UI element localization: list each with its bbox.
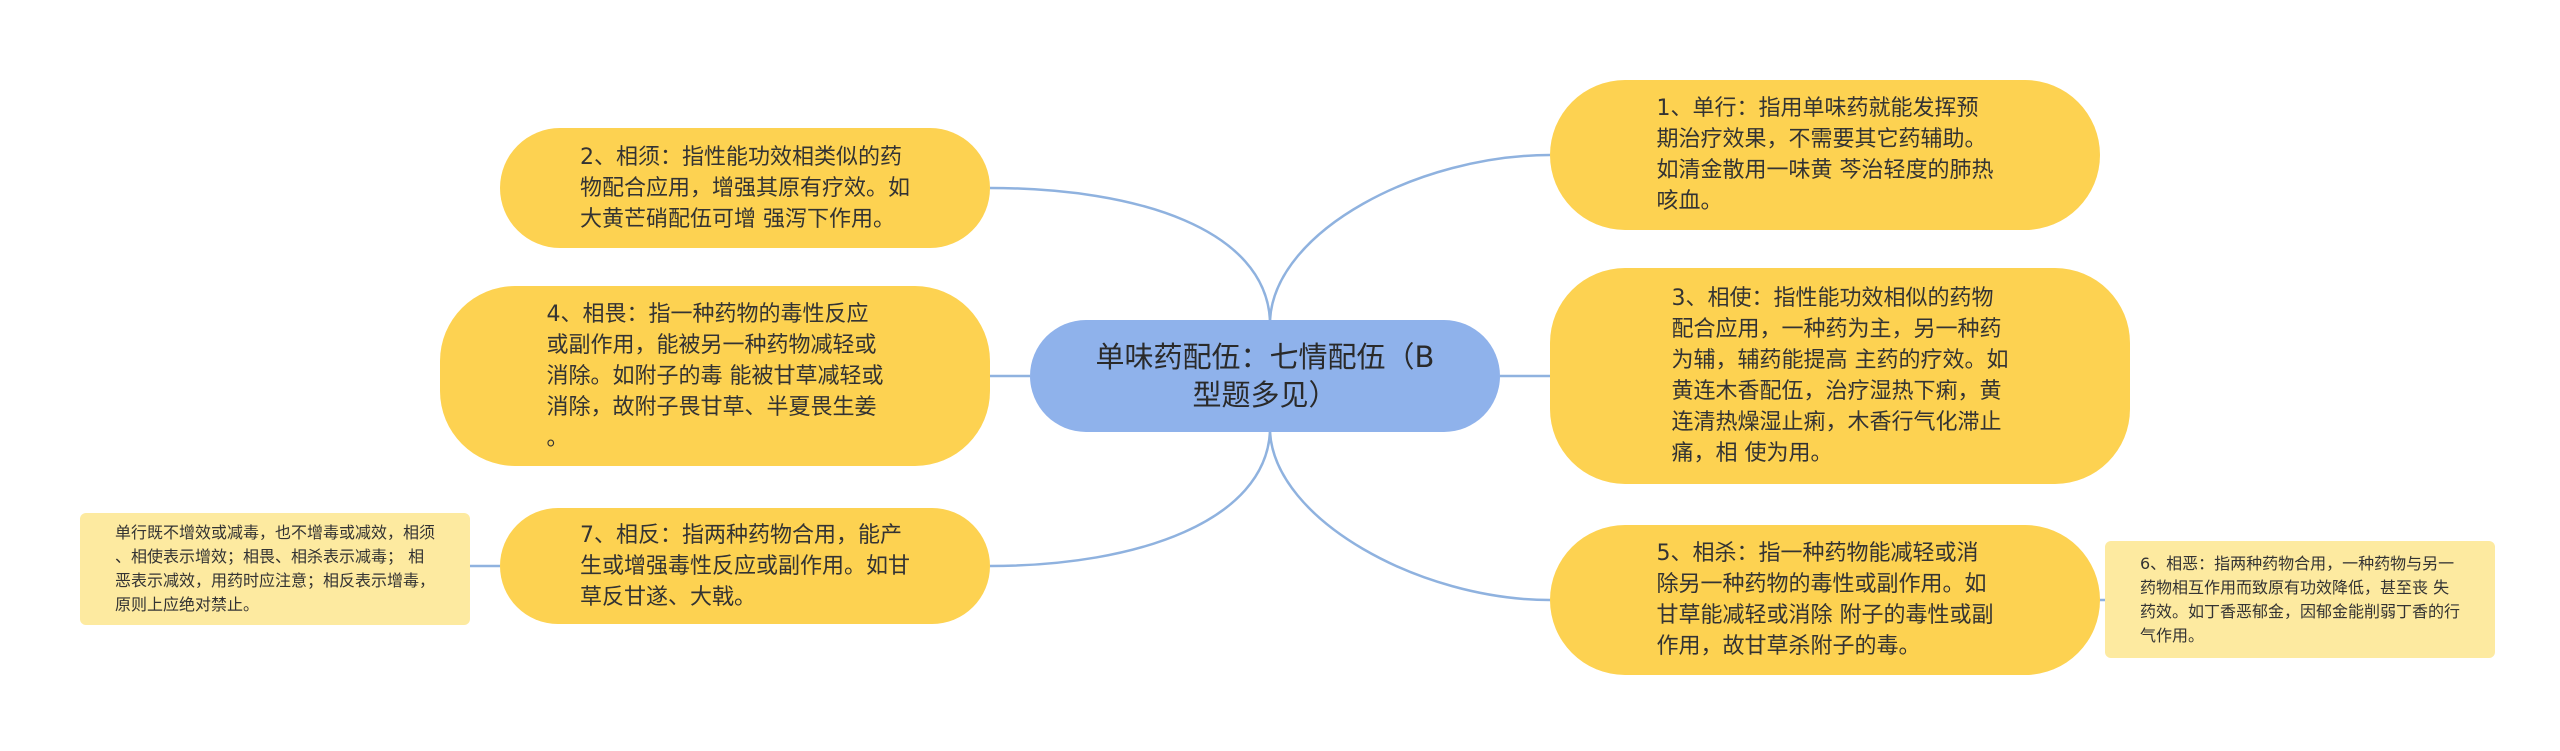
branch-node-danxing: 1、单行：指用单味药就能发挥预 期治疗效果，不需要其它药辅助。 如清金散用一味黄… <box>1550 80 2100 230</box>
connector-center-to-b7 <box>989 431 1272 568</box>
branch-text-xiangsha: 5、相杀：指一种药物能减轻或消 除另一种药物的毒性或副作用。如 甘草能减轻或消除… <box>1656 541 1994 659</box>
leaf-node-xiangwu: 6、相恶：指两种药物合用，一种药物与另一 药物相互作用而致原有功效降低，甚至丧 … <box>2105 541 2495 658</box>
leaf-node-summary-note: 单行既不增效或减毒，也不增毒或减效，相须 、相使表示增效；相畏、相杀表示减毒； … <box>80 513 470 625</box>
branch-node-xiangshi: 3、相使：指性能功效相似的药物 配合应用，一种药为主，另一种药 为辅，辅药能提高… <box>1550 268 2130 484</box>
central-topic: 单味药配伍：七情配伍（B 型题多见） <box>1030 320 1500 432</box>
connector-center-to-b2 <box>989 186 1272 321</box>
branch-text-xiangfan: 7、相反：指两种药物合用，能产 生或增强毒性反应或副作用。如甘 草反甘遂、大戟。 <box>579 522 910 610</box>
leaf-text-summary-note: 单行既不增效或减毒，也不增毒或减效，相须 、相使表示增效；相畏、相杀表示减毒； … <box>114 523 435 614</box>
branch-node-xiangxu: 2、相须：指性能功效相类似的药 物配合应用，增强其原有疗效。如 大黄芒硝配伍可增… <box>500 128 990 248</box>
connector-center-to-b5 <box>1268 431 1551 602</box>
branch-text-danxing: 1、单行：指用单味药就能发挥预 期治疗效果，不需要其它药辅助。 如清金散用一味黄… <box>1656 96 1994 214</box>
branch-text-xiangshi: 3、相使：指性能功效相似的药物 配合应用，一种药为主，另一种药 为辅，辅药能提高… <box>1671 286 2009 466</box>
branch-node-xiangwei: 4、相畏：指一种药物的毒性反应 或副作用，能被另一种药物减轻或 消除。如附子的毒… <box>440 286 990 466</box>
branch-node-xiangsha: 5、相杀：指一种药物能减轻或消 除另一种药物的毒性或副作用。如 甘草能减轻或消除… <box>1550 525 2100 675</box>
leaf-text-xiangwu: 6、相恶：指两种药物合用，一种药物与另一 药物相互作用而致原有功效降低，甚至丧 … <box>2139 553 2460 645</box>
branch-text-xiangwei: 4、相畏：指一种药物的毒性反应 或副作用，能被另一种药物减轻或 消除。如附子的毒… <box>546 301 884 451</box>
branch-node-xiangfan: 7、相反：指两种药物合用，能产 生或增强毒性反应或副作用。如甘 草反甘遂、大戟。 <box>500 508 990 624</box>
connector-center-to-b1 <box>1268 153 1551 321</box>
branch-text-xiangxu: 2、相须：指性能功效相类似的药 物配合应用，增强其原有疗效。如 大黄芒硝配伍可增… <box>579 144 910 232</box>
central-topic-label: 单味药配伍：七情配伍（B 型题多见） <box>1095 340 1435 412</box>
